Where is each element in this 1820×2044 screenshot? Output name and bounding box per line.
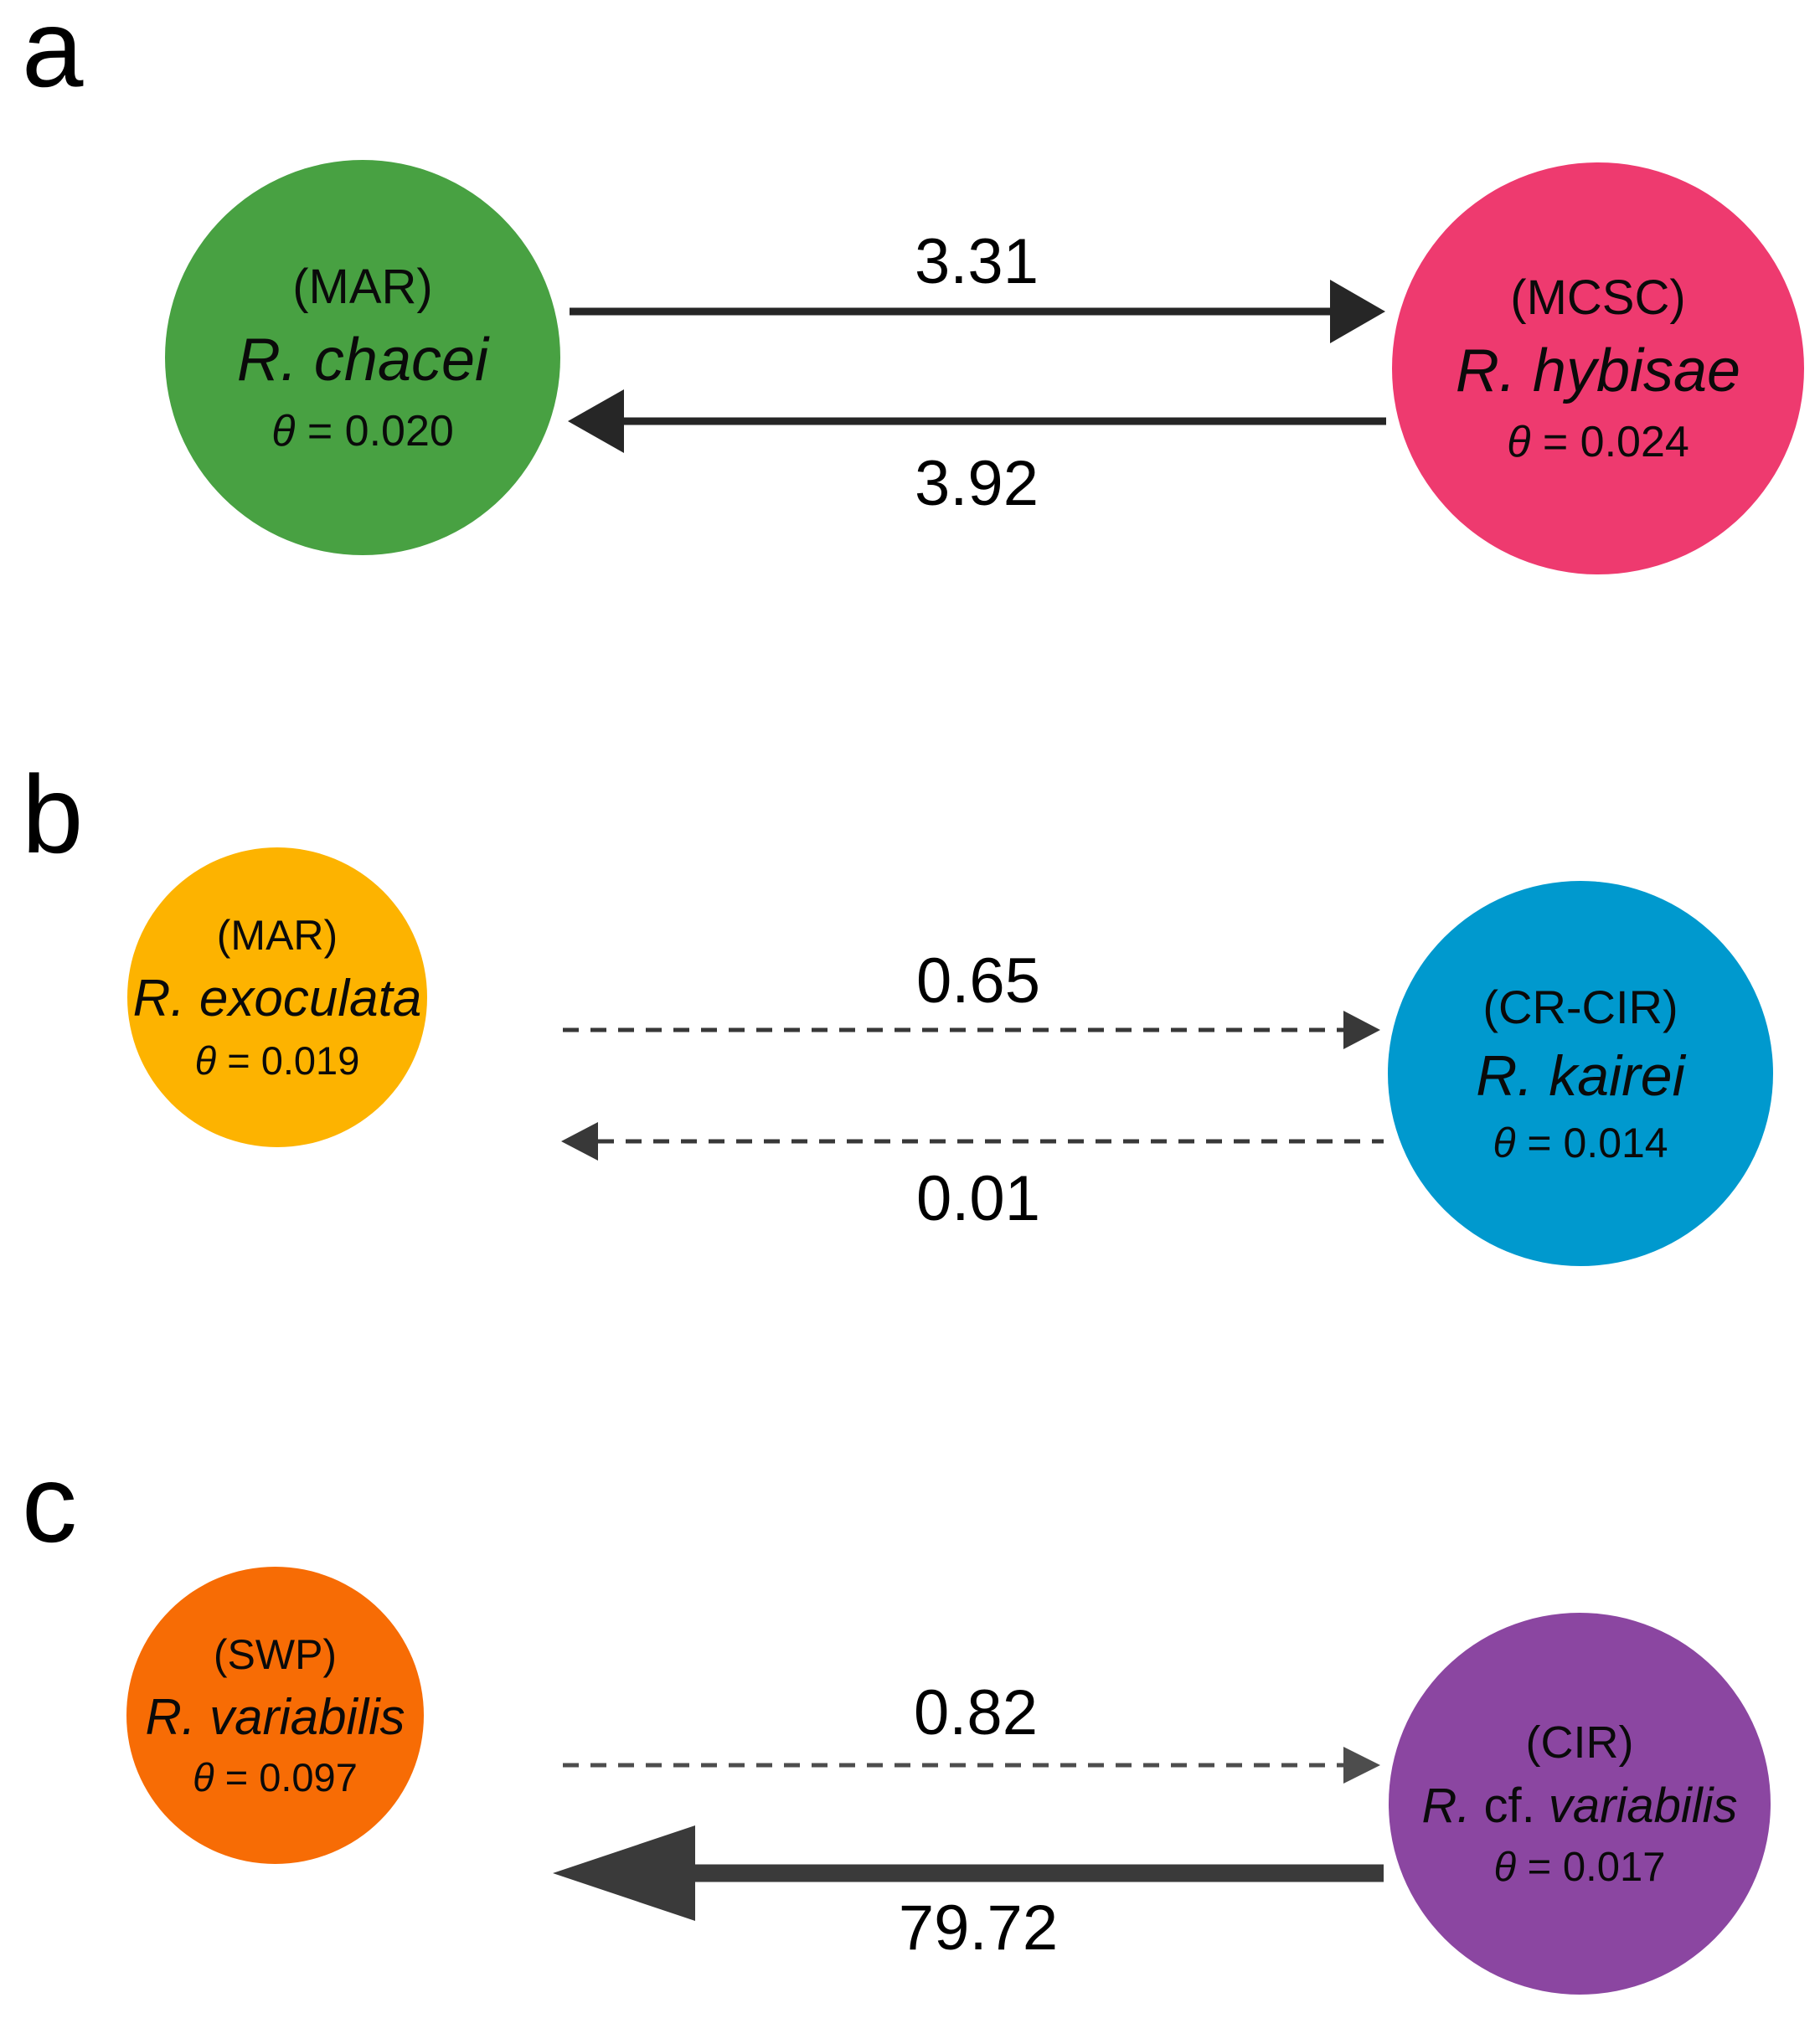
- region-label: (SWP): [213, 1630, 338, 1678]
- panel-label-b: b: [22, 753, 84, 876]
- theta-value: θ = 0.014: [1493, 1119, 1668, 1166]
- theta-value: θ = 0.097: [193, 1755, 358, 1800]
- species-name: R. chacei: [236, 327, 489, 394]
- theta-value: θ = 0.024: [1507, 417, 1689, 466]
- theta-value: θ = 0.017: [1493, 1844, 1666, 1890]
- region-label: (CR-CIR): [1482, 980, 1678, 1033]
- species-name: R. hybisae: [1455, 337, 1741, 405]
- panel-label-c: c: [22, 1442, 77, 1565]
- theta-value: θ = 0.020: [271, 406, 454, 456]
- population-node-exoculata: (MAR) R. exoculata θ = 0.019: [127, 847, 427, 1147]
- region-label: (MAR): [216, 911, 338, 959]
- migration-arrow-a-backward: [568, 389, 1386, 453]
- migration-rate-c-backward: 79.72: [898, 1892, 1059, 1964]
- species-name: R. exoculata: [132, 970, 422, 1028]
- species-name: R. cf. variabilis: [1421, 1779, 1738, 1834]
- migration-rate-c-forward: 0.82: [914, 1677, 1038, 1748]
- migration-rate-b-backward: 0.01: [916, 1163, 1040, 1234]
- migration-arrow-b-backward: [561, 1122, 1384, 1161]
- panel-label-a: a: [22, 0, 84, 110]
- theta-value: θ = 0.019: [194, 1037, 360, 1083]
- migration-rate-a-backward: 3.92: [915, 448, 1039, 519]
- migration-rate-b-forward: 0.65: [916, 945, 1040, 1017]
- population-node-kairei: (CR-CIR) R. kairei θ = 0.014: [1388, 881, 1773, 1266]
- migration-arrow-c-forward: [563, 1747, 1380, 1784]
- population-node-cf-variabilis: (CIR) R. cf. variabilis θ = 0.017: [1389, 1613, 1771, 1995]
- region-label: (MAR): [292, 260, 433, 315]
- region-label: (MCSC): [1510, 270, 1686, 326]
- species-name: R. kairei: [1476, 1044, 1685, 1109]
- species-name: R. variabilis: [145, 1689, 405, 1746]
- migration-rate-a-forward: 3.31: [915, 226, 1039, 297]
- population-node-variabilis: (SWP) R. variabilis θ = 0.097: [126, 1567, 424, 1864]
- region-label: (CIR): [1525, 1717, 1634, 1769]
- population-node-chacei: (MAR) R. chacei θ = 0.020: [165, 160, 560, 555]
- population-node-hybisae: (MCSC) R. hybisae θ = 0.024: [1392, 162, 1804, 574]
